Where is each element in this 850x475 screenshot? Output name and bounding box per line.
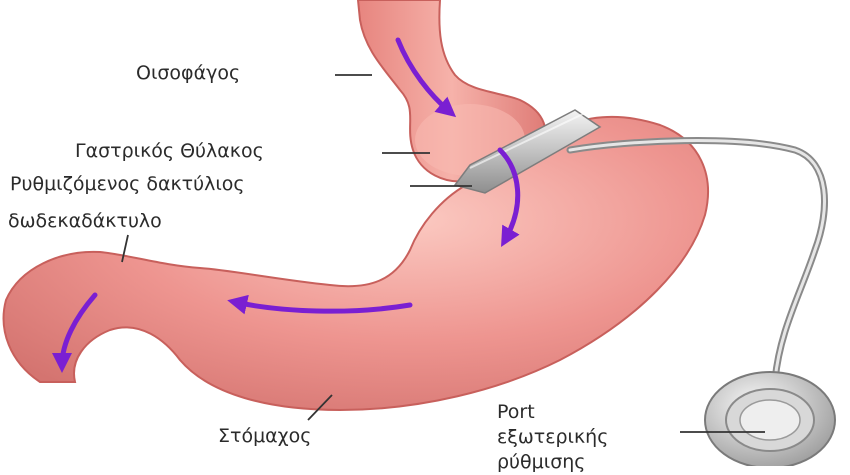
adjustable-band-label: Ρυθμιζόμενος δακτύλιος <box>10 175 245 194</box>
esophagus-label: Οισοφάγος <box>136 64 240 83</box>
duodenum-label: δωδεκαδάκτυλο <box>8 212 162 231</box>
adjustment-port-icon <box>705 372 835 466</box>
gastric-pouch-label: Γαστρικός Θύλακος <box>75 142 264 161</box>
port-label-line-1: Port <box>497 400 608 425</box>
port-label: Port εξωτερικής ρύθμισης <box>497 400 608 475</box>
stomach-label: Στόμαχος <box>218 427 311 446</box>
port-label-line-2: εξωτερικής <box>497 425 608 450</box>
port-label-line-3: ρύθμισης <box>497 450 608 475</box>
